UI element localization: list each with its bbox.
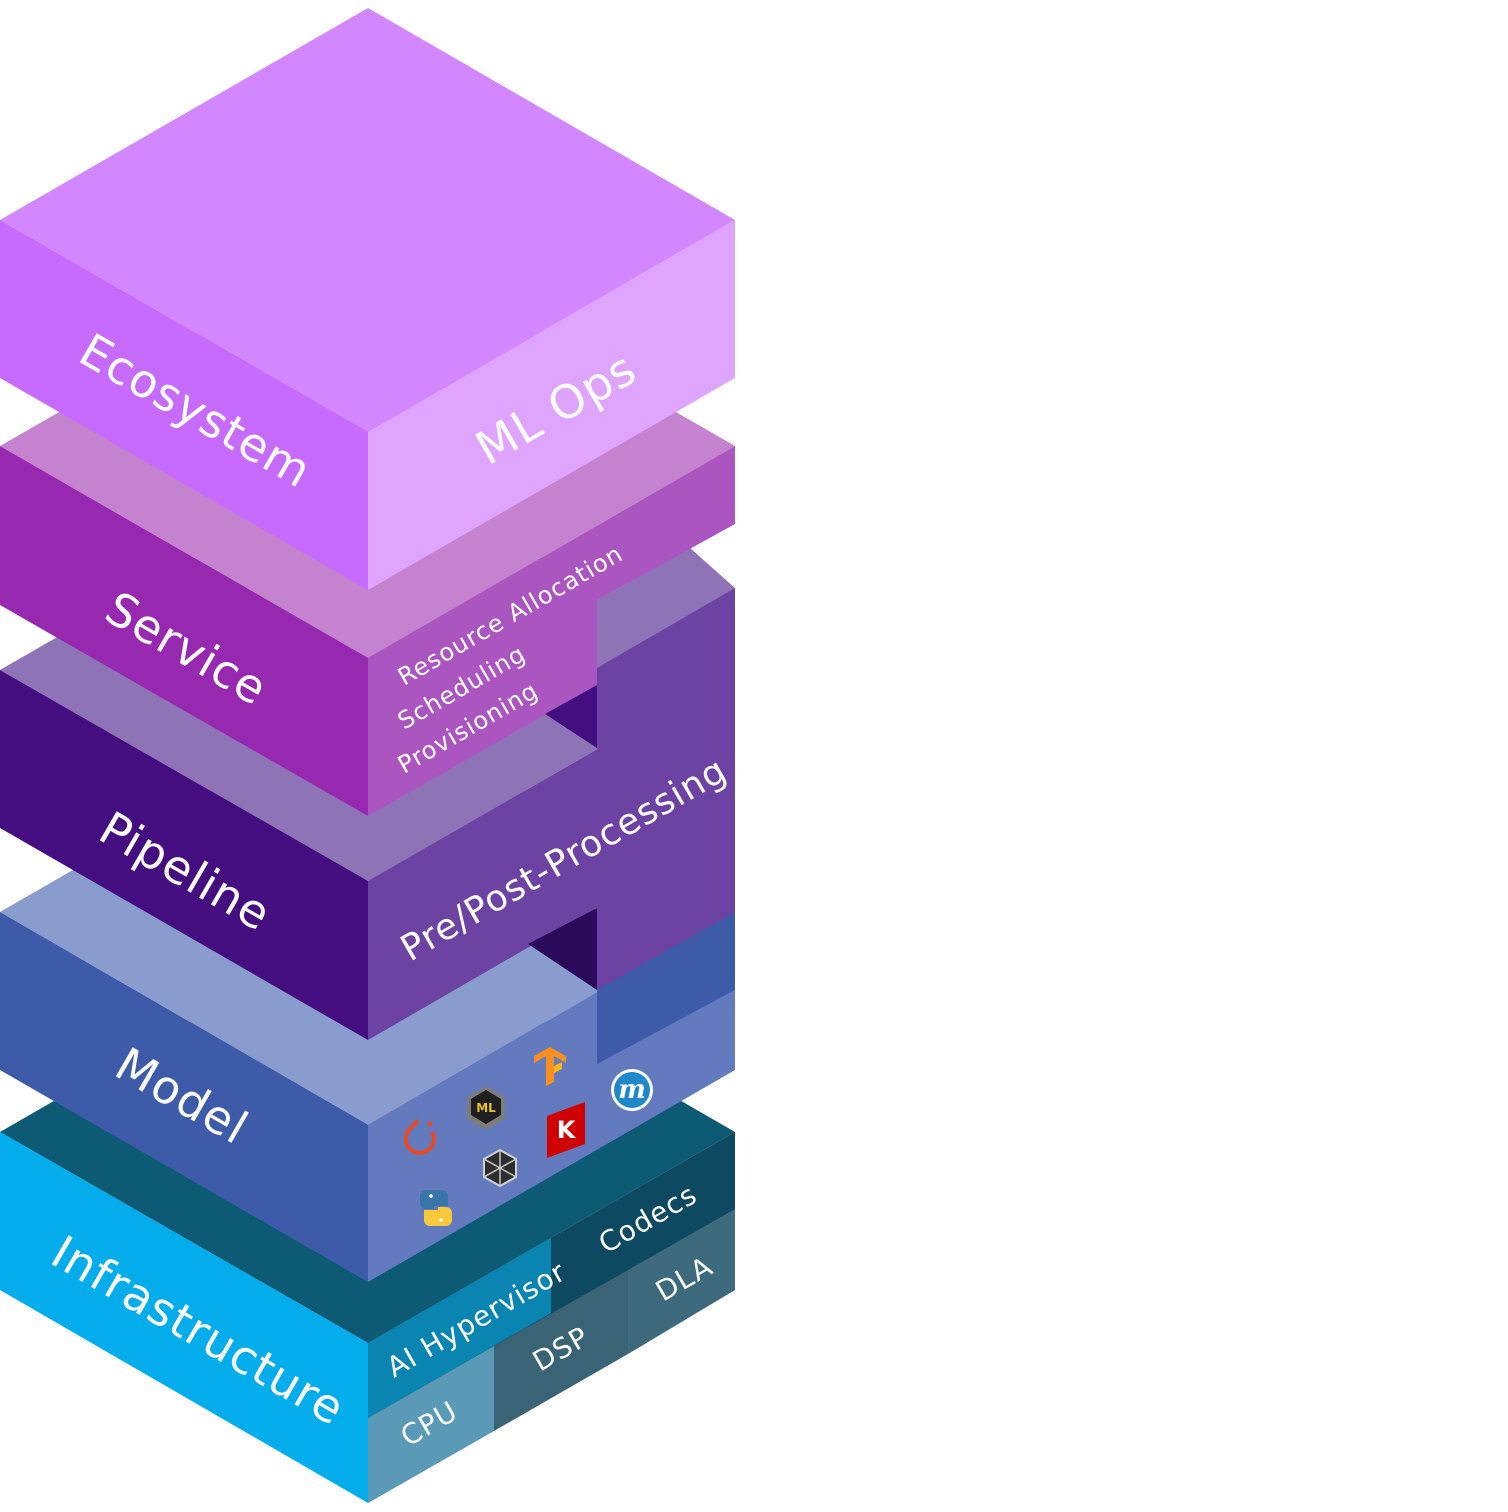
onnx-icon bbox=[483, 1148, 517, 1188]
ecosystem-left-face bbox=[0, 220, 368, 590]
service-left-face bbox=[0, 446, 368, 816]
ecosystem-right-face bbox=[368, 220, 735, 590]
model-left-face bbox=[0, 912, 368, 1282]
tensorflow-icon bbox=[534, 1047, 566, 1086]
keras-icon-text: K bbox=[557, 1116, 577, 1144]
mxnet-icon-text: m bbox=[618, 1075, 646, 1105]
pipeline-tower-top bbox=[597, 548, 735, 668]
pipeline-gap-shadow bbox=[528, 908, 597, 990]
infrastructure-left-face bbox=[0, 1132, 368, 1503]
coreml-icon-text: ML bbox=[476, 1101, 496, 1115]
ecosystem-top bbox=[0, 8, 735, 432]
infrastructure-layer: Infrastructure AI Hypervisor Codecs CPU … bbox=[0, 920, 735, 1503]
coreml-icon: ML bbox=[467, 1086, 505, 1130]
pipeline-left-face bbox=[0, 670, 368, 1040]
pipeline-tower-side bbox=[597, 588, 735, 990]
pipeline-layer: Pipeline Pre/Post-Processing bbox=[0, 458, 735, 1040]
mxnet-icon: m bbox=[611, 1069, 653, 1111]
service-right-face bbox=[368, 446, 735, 816]
ai-hypervisor-block bbox=[368, 1238, 551, 1418]
cpu-block bbox=[368, 1346, 494, 1503]
pytorch-icon bbox=[403, 1118, 436, 1155]
python-icon bbox=[420, 1190, 452, 1226]
dla-block bbox=[628, 1209, 735, 1354]
dsp-block bbox=[494, 1270, 628, 1431]
keras-icon: K bbox=[547, 1102, 585, 1158]
service-notch-shadow bbox=[545, 685, 597, 748]
